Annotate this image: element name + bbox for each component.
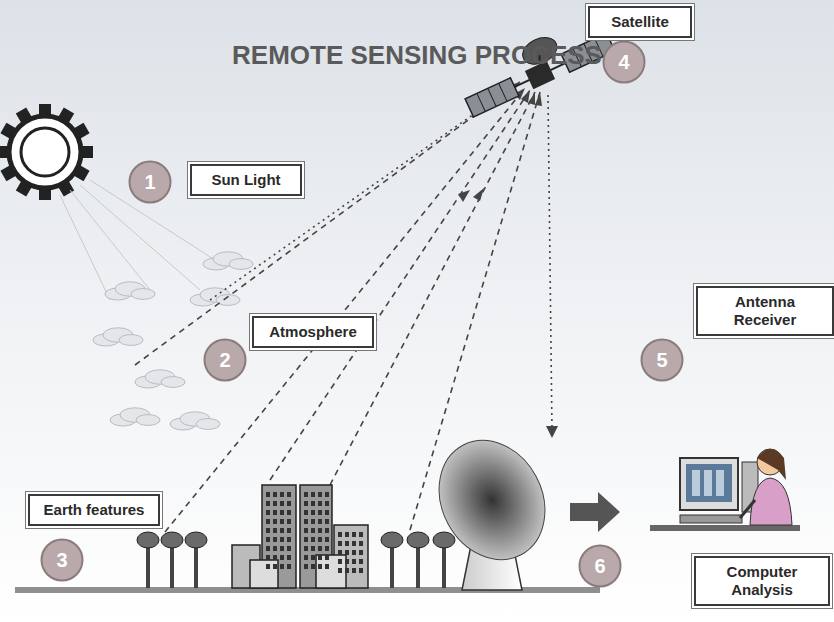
step-circle: 4 [602, 40, 646, 84]
label-box: Earth features [28, 494, 160, 526]
box-label: Atmosphere [262, 323, 364, 341]
label-box: Satellite [588, 6, 692, 38]
callout-number: 2 [203, 338, 247, 382]
step-circle: 3 [40, 538, 84, 582]
callout-number: 1 [128, 160, 172, 204]
box-label: Antenna Receiver [706, 293, 824, 329]
arrowheads [458, 82, 558, 438]
callout-number: 4 [602, 40, 646, 84]
callout-number: 6 [578, 544, 622, 588]
buildings [232, 485, 368, 588]
sun [0, 104, 93, 200]
label-box: Sun Light [190, 164, 302, 196]
flow-arrow [570, 492, 620, 532]
label-box: Atmosphere [252, 316, 374, 348]
label-box: Antenna Receiver [696, 286, 834, 336]
step-circle: 5 [640, 338, 684, 382]
callout-number: 5 [640, 338, 684, 382]
callout-number: 3 [40, 538, 84, 582]
step-circle: 6 [578, 544, 622, 588]
step-circle: 2 [203, 338, 247, 382]
computer-user [650, 449, 800, 531]
step-circle: 1 [128, 160, 172, 204]
box-label: Computer Analysis [704, 563, 820, 599]
label-box: Computer Analysis [694, 556, 830, 606]
clouds [93, 252, 253, 430]
box-label: Satellite [598, 13, 682, 31]
diagram-title: REMOTE SENSING PROCESS [0, 40, 834, 71]
box-label: Earth features [38, 501, 150, 519]
box-label: Sun Light [200, 171, 292, 189]
antenna-dish [419, 422, 566, 590]
